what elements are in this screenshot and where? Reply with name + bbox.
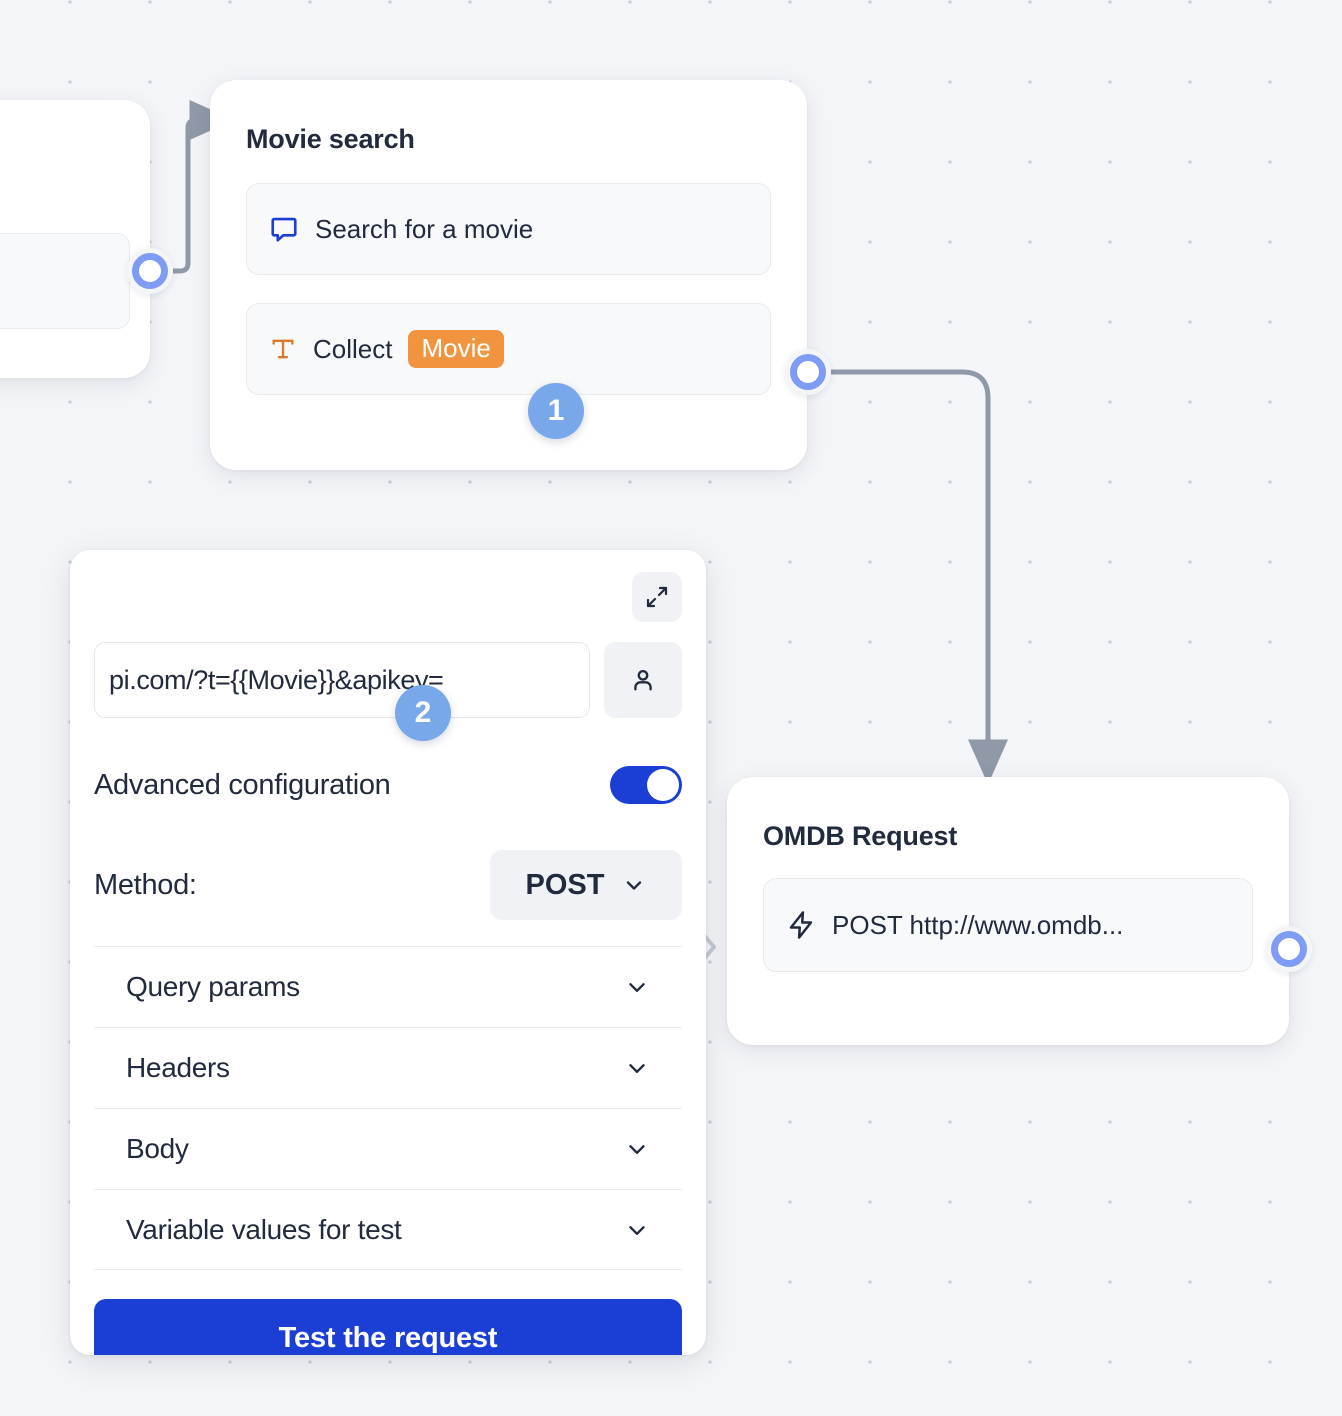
accordion-label: Headers <box>126 1052 230 1083</box>
node-title: Movie search <box>246 124 415 154</box>
node-row-label: POST http://www.omdb... <box>832 909 1124 940</box>
chevron-down-icon <box>624 1136 674 1162</box>
accordion-label: Query params <box>126 971 300 1002</box>
connector-partial-to-movie <box>170 100 235 274</box>
step-badge-1: 1 <box>528 383 584 439</box>
method-row: Method: POST <box>94 850 682 946</box>
expand-diagonal-icon[interactable] <box>632 572 682 622</box>
port-movie-search-output[interactable] <box>785 349 831 395</box>
lightning-bolt-icon <box>786 910 816 940</box>
advanced-configuration-label: Advanced configuration <box>94 768 391 801</box>
request-url-input[interactable] <box>94 642 590 718</box>
person-icon[interactable] <box>604 642 682 718</box>
accordion-headers[interactable]: Headers <box>94 1027 682 1108</box>
request-config-panel: Advanced configuration Method: POST Quer… <box>70 550 706 1355</box>
chevron-down-icon <box>624 1055 674 1081</box>
node-title: OMDB Request <box>763 821 958 851</box>
method-label: Method: <box>94 868 197 901</box>
accordion-label: Body <box>126 1133 189 1164</box>
port-partial-output[interactable] <box>127 248 173 294</box>
step-badge-2: 2 <box>395 685 451 741</box>
accordion-variable-values-for-test[interactable]: Variable values for test <box>94 1189 682 1270</box>
accordion-query-params[interactable]: Query params <box>94 946 682 1027</box>
chevron-down-icon <box>624 974 674 1000</box>
node-omdb-request[interactable]: OMDB Request POST http://www.omdb... <box>727 777 1289 1045</box>
chat-bubble-icon <box>269 214 299 244</box>
advanced-configuration-toggle[interactable] <box>610 766 682 804</box>
node-row-label: Collect <box>313 333 393 364</box>
connector-movie-to-omdb <box>828 369 1008 785</box>
port-omdb-output[interactable] <box>1266 926 1312 972</box>
node-partial-offscreen[interactable] <box>0 100 150 378</box>
node-row-search-for-a-movie[interactable]: Search for a movie <box>246 183 771 275</box>
node-movie-search[interactable]: Movie search Search for a movie Collect … <box>210 80 807 470</box>
method-select[interactable]: POST <box>490 850 682 920</box>
method-value: POST <box>525 868 605 901</box>
node-partial-row <box>0 233 130 329</box>
variable-chip-movie[interactable]: Movie <box>408 330 504 368</box>
chevron-down-icon <box>622 873 646 897</box>
text-t-icon <box>269 335 297 363</box>
advanced-configuration-row: Advanced configuration <box>94 766 682 804</box>
accordion-body[interactable]: Body <box>94 1108 682 1189</box>
accordion-label: Variable values for test <box>126 1213 402 1245</box>
chevron-down-icon <box>624 1217 674 1243</box>
node-row-label: Search for a movie <box>315 213 534 244</box>
toggle-knob <box>647 769 679 801</box>
node-row-collect-movie[interactable]: Collect Movie <box>246 303 771 395</box>
url-row <box>94 642 682 718</box>
node-row-post-request[interactable]: POST http://www.omdb... <box>763 878 1253 972</box>
test-the-request-button[interactable]: Test the request <box>94 1299 682 1355</box>
